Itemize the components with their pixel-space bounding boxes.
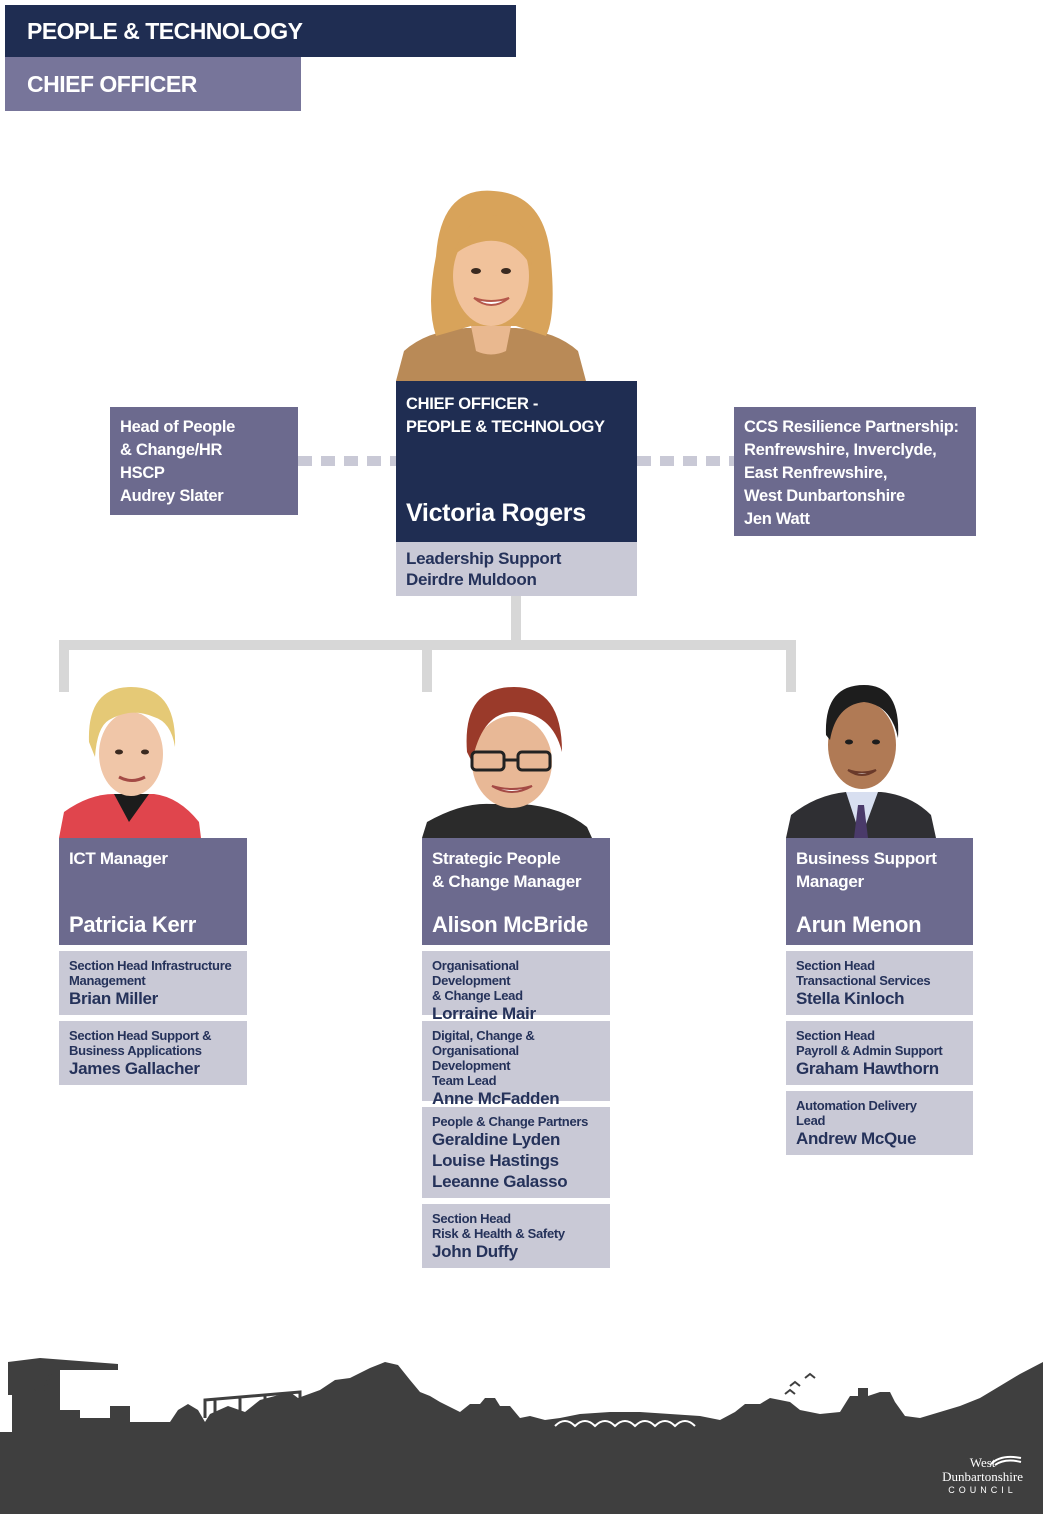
report-name: Leeanne Galasso bbox=[432, 1172, 568, 1191]
ccs-line: West Dunbartonshire bbox=[744, 487, 905, 505]
strategic-manager-name: Alison McBride bbox=[432, 912, 588, 937]
chief-role-line1: CHIEF OFFICER - bbox=[406, 395, 539, 413]
tree-connector-right bbox=[786, 640, 796, 692]
council-logo: West Dunbartonshire COUNCIL bbox=[942, 1456, 1023, 1496]
report-role-line: Section Head bbox=[796, 1028, 875, 1043]
report-role-line: Section Head bbox=[796, 958, 875, 973]
chief-officer-photo bbox=[396, 186, 586, 381]
ict-manager-photo bbox=[59, 682, 201, 838]
report-role-line: Section Head Infrastructure bbox=[69, 958, 232, 973]
report-role-line: Team Lead bbox=[432, 1073, 497, 1088]
business-support-role-line: Business Support bbox=[796, 849, 937, 868]
ccs-name: Jen Watt bbox=[744, 510, 810, 528]
report-card: Section Head Transactional Services Stel… bbox=[786, 951, 973, 1015]
report-role-line: Section Head bbox=[432, 1211, 511, 1226]
page-title-text: PEOPLE & TECHNOLOGY bbox=[27, 17, 303, 44]
report-role-line: Organisational Development bbox=[432, 1043, 519, 1073]
tree-connector-middle bbox=[422, 640, 432, 692]
report-card: Section Head Infrastructure Management B… bbox=[59, 951, 247, 1015]
page-subtitle-text: CHIEF OFFICER bbox=[27, 70, 197, 97]
ict-manager-role: ICT Manager bbox=[69, 849, 168, 868]
page-subtitle: CHIEF OFFICER bbox=[5, 57, 301, 111]
business-support-manager-photo bbox=[786, 680, 936, 838]
logo-line1: West bbox=[969, 1455, 996, 1470]
report-name: Stella Kinloch bbox=[796, 989, 905, 1008]
business-support-manager-card: Business Support Manager Arun Menon bbox=[786, 838, 973, 945]
dotted-connector-right bbox=[637, 456, 734, 466]
strategic-manager-role-line: Strategic People bbox=[432, 849, 561, 868]
report-role-line: & Change Lead bbox=[432, 988, 523, 1003]
tree-connector-left bbox=[59, 640, 69, 692]
strategic-manager-card: Strategic People & Change Manager Alison… bbox=[422, 838, 610, 945]
chief-role-line2: PEOPLE & TECHNOLOGY bbox=[406, 418, 605, 436]
ict-manager-card: ICT Manager Patricia Kerr bbox=[59, 838, 247, 945]
report-name: Geraldine Lyden bbox=[432, 1130, 561, 1149]
leadership-support-role: Leadership Support bbox=[406, 549, 562, 568]
ict-manager-name: Patricia Kerr bbox=[69, 912, 196, 937]
dotted-connector-left bbox=[298, 456, 396, 466]
strategic-manager-photo bbox=[422, 682, 592, 838]
strategic-manager-role-line: & Change Manager bbox=[432, 872, 582, 891]
report-name: Andrew McQue bbox=[796, 1129, 917, 1148]
tree-connector-stem bbox=[511, 596, 521, 640]
report-name: John Duffy bbox=[432, 1242, 518, 1261]
skyline-footer: West Dunbartonshire COUNCIL bbox=[0, 1340, 1043, 1514]
hscp-line: Head of People bbox=[120, 418, 235, 436]
report-role-line: Business Applications bbox=[69, 1043, 202, 1058]
hscp-name: Audrey Slater bbox=[120, 487, 224, 505]
logo-line2: Dunbartonshire bbox=[942, 1469, 1023, 1484]
ccs-partner-card: CCS Resilience Partnership: Renfrewshire… bbox=[734, 407, 976, 536]
report-role-line: People & Change Partners bbox=[432, 1114, 589, 1129]
logo-line3: COUNCIL bbox=[948, 1485, 1017, 1495]
report-name: Anne McFadden bbox=[432, 1089, 560, 1108]
report-role-line: Risk & Health & Safety bbox=[432, 1226, 565, 1241]
leadership-support-name: Deirdre Muldoon bbox=[406, 570, 537, 589]
logo-wave-icon bbox=[990, 1455, 1022, 1466]
report-card: Section Head Payroll & Admin Support Gra… bbox=[786, 1021, 973, 1085]
report-card: Digital, Change & Organisational Develop… bbox=[422, 1021, 610, 1108]
skyline-illustration bbox=[0, 1358, 1043, 1514]
ccs-line: East Renfrewshire, bbox=[744, 464, 888, 482]
report-role-line: Lead bbox=[796, 1113, 826, 1128]
chief-officer-card: CHIEF OFFICER - PEOPLE & TECHNOLOGY Vict… bbox=[396, 381, 637, 542]
report-name: Lorraine Mair bbox=[432, 1004, 536, 1023]
report-name: Graham Hawthorn bbox=[796, 1059, 939, 1078]
leadership-support-card: Leadership Support Deirdre Muldoon bbox=[396, 542, 637, 596]
report-card: Automation Delivery Lead Andrew McQue bbox=[786, 1091, 973, 1155]
report-name: Louise Hastings bbox=[432, 1151, 559, 1170]
report-role-line: Digital, Change & bbox=[432, 1028, 535, 1043]
report-name: James Gallacher bbox=[69, 1059, 200, 1078]
report-role-line: Organisational Development bbox=[432, 958, 519, 988]
report-card: Section Head Risk & Health & Safety John… bbox=[422, 1204, 610, 1268]
report-card: Section Head Support & Business Applicat… bbox=[59, 1021, 247, 1085]
report-role-line: Transactional Services bbox=[796, 973, 931, 988]
business-support-role-line: Manager bbox=[796, 872, 864, 891]
hscp-line: & Change/HR bbox=[120, 441, 223, 459]
report-card: Organisational Development & Change Lead… bbox=[422, 951, 610, 1023]
report-role-line: Management bbox=[69, 973, 146, 988]
report-role-line: Automation Delivery bbox=[796, 1098, 917, 1113]
page-title: PEOPLE & TECHNOLOGY bbox=[5, 5, 516, 57]
hscp-partner-card: Head of People & Change/HR HSCP Audrey S… bbox=[110, 407, 298, 515]
report-role-line: Payroll & Admin Support bbox=[796, 1043, 943, 1058]
ccs-line: CCS Resilience Partnership: bbox=[744, 418, 959, 436]
report-name: Brian Miller bbox=[69, 989, 158, 1008]
report-role-line: Section Head Support & bbox=[69, 1028, 212, 1043]
hscp-line: HSCP bbox=[120, 464, 165, 482]
chief-name: Victoria Rogers bbox=[406, 499, 586, 527]
ccs-line: Renfrewshire, Inverclyde, bbox=[744, 441, 937, 459]
business-support-manager-name: Arun Menon bbox=[796, 912, 922, 937]
report-card: People & Change Partners Geraldine Lyden… bbox=[422, 1107, 610, 1198]
